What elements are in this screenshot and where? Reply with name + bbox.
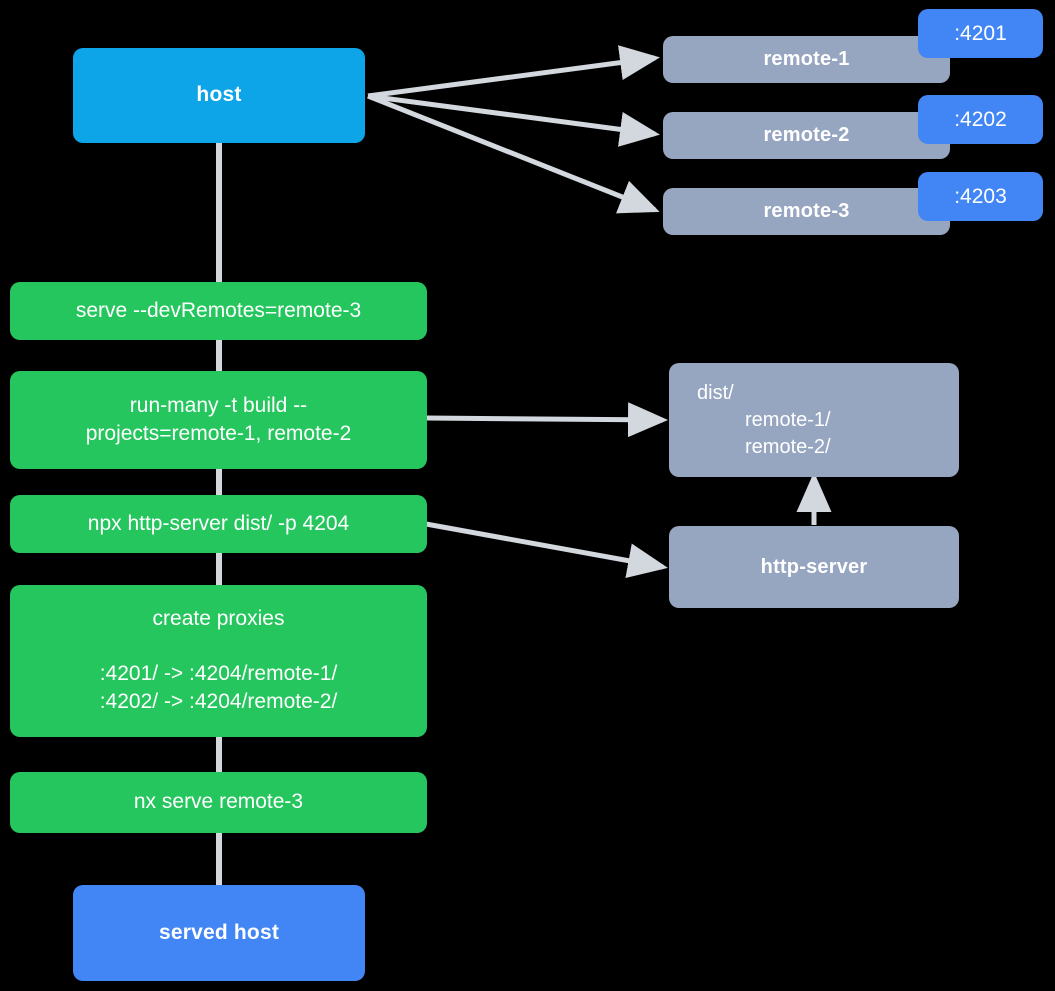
node-command-nx-serve-remote-3[interactable]: nx serve remote-3 [10,772,427,833]
port-badge-remote-1-label: :4201 [954,21,1007,45]
node-http-server-label: http-server [760,555,868,578]
port-badge-remote-2-label: :4202 [954,107,1007,131]
node-dist-child-remote-2: remote-2/ [745,435,831,458]
node-remote-1[interactable]: remote-1 [663,36,950,83]
node-command-npx-http-server[interactable]: npx http-server dist/ -p 4204 [10,495,427,553]
node-remote-2[interactable]: remote-2 [663,112,950,159]
node-command-npx-http-server-label: npx http-server dist/ -p 4204 [87,511,350,535]
node-served-host-label: served host [158,920,280,944]
node-dist-child-remote-1: remote-1/ [745,408,831,431]
node-dist-root-label: dist/ [697,381,734,404]
node-command-create-proxies-line-2: :4202/ -> :4204/remote-2/ [99,690,338,714]
node-command-run-many[interactable]: run-many -t build -- projects=remote-1, … [10,371,427,469]
node-dist-output[interactable]: dist/ remote-1/ remote-2/ [669,363,959,477]
node-command-create-proxies-title: create proxies [152,607,285,631]
port-badge-remote-2[interactable]: :4202 [918,95,1043,144]
node-remote-1-label: remote-1 [763,48,850,70]
node-command-run-many-line-2: projects=remote-1, remote-2 [85,422,352,445]
port-badge-remote-3[interactable]: :4203 [918,172,1043,221]
connector-serve-to-runmany [216,336,222,372]
edge-host-to-remote-1 [367,45,660,99]
node-served-host[interactable]: served host [73,885,365,981]
connector-nxserve-to-served [216,832,222,886]
connector-runmany-to-npx [216,468,222,496]
edge-host-to-remote-3 [367,93,660,214]
connector-proxies-to-nxserve [216,736,222,772]
port-badge-remote-1[interactable]: :4201 [918,9,1043,58]
node-command-nx-serve-remote-3-label: nx serve remote-3 [133,790,304,814]
node-command-serve-devremotes[interactable]: serve --devRemotes=remote-3 [10,282,427,340]
node-command-run-many-line-1: run-many -t build -- [129,393,308,417]
edge-runmany-to-dist [425,402,668,438]
edge-host-to-remote-2 [367,93,660,147]
node-remote-2-label: remote-2 [763,124,850,146]
node-command-create-proxies-line-1: :4201/ -> :4204/remote-1/ [99,661,338,685]
connector-host-to-serve [216,138,222,286]
node-host[interactable]: host [73,48,365,143]
node-http-server[interactable]: http-server [669,526,959,608]
connector-npx-to-proxies [216,552,222,586]
port-badge-remote-3-label: :4203 [954,184,1007,208]
node-command-create-proxies[interactable]: create proxies :4201/ -> :4204/remote-1/… [10,585,427,737]
node-remote-3[interactable]: remote-3 [663,188,950,235]
edge-npx-to-httpserver [425,521,668,578]
node-remote-3-label: remote-3 [763,200,850,222]
node-command-serve-devremotes-label: serve --devRemotes=remote-3 [75,298,362,322]
node-host-label: host [196,83,242,107]
